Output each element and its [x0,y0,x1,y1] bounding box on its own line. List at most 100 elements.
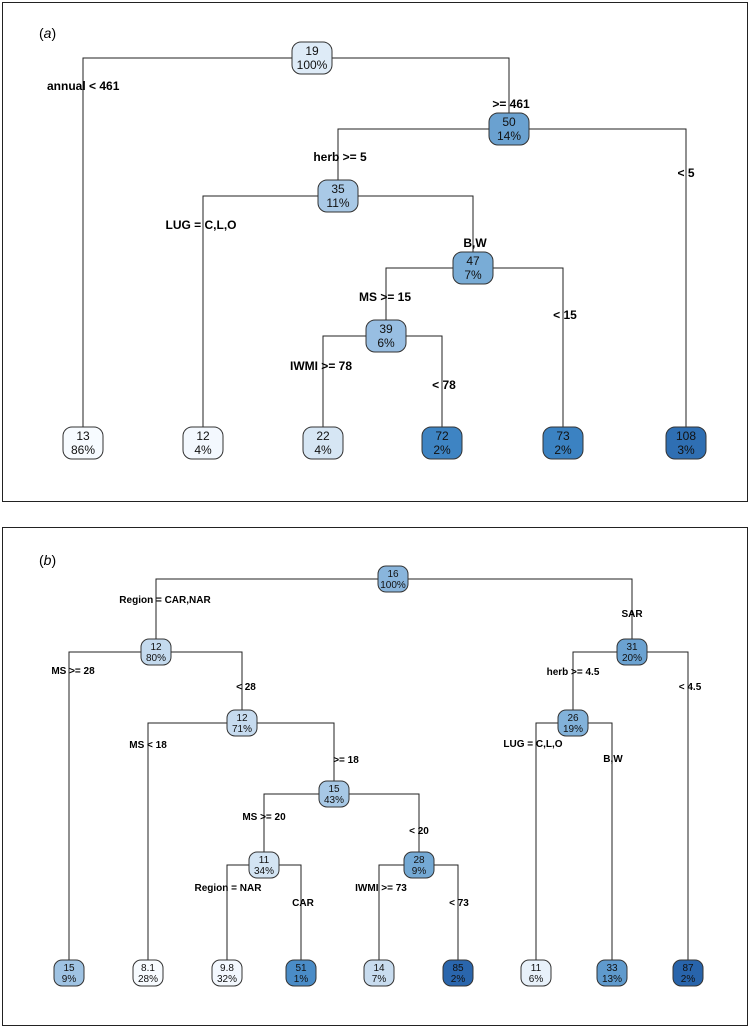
node-value: 33 [606,963,618,974]
panel-b-tag-letter: b [43,552,52,568]
tree-node: 852% [442,959,474,987]
node-box [62,426,104,460]
node-value: 9.8 [220,963,234,974]
node-value: 28 [413,855,425,866]
node-box [377,565,409,593]
split-label: < 28 [236,682,256,693]
node-box [317,179,359,213]
node-percent: 71% [232,724,252,735]
node-box [53,959,85,987]
node-percent: 2% [681,974,696,985]
tree-edge [202,195,474,427]
node-value: 19 [305,44,319,58]
node-value: 12 [150,642,162,653]
tree-a: 19100%5014%3511%477%396%1386%124%224%722… [47,41,707,460]
tree-node: 159% [53,959,85,987]
node-percent: 1% [294,974,309,985]
node-box [665,426,707,460]
node-value: 11 [259,855,270,866]
split-label: >= 18 [333,755,359,766]
node-value: 31 [626,642,638,653]
node-value: 12 [236,713,248,724]
node-percent: 4% [314,443,332,457]
node-value: 50 [502,115,516,129]
node-percent: 7% [372,974,387,985]
tree-node: 477% [452,251,494,285]
split-label: MS >= 15 [359,290,411,304]
node-box [557,709,589,737]
node-percent: 100% [297,58,328,72]
split-label: < 4.5 [679,682,702,693]
node-percent: 14% [497,129,521,143]
split-label: annual < 461 [47,79,120,93]
split-label: < 20 [409,826,429,837]
tree-edge [147,722,335,960]
node-box [421,426,463,460]
split-label: LUG = C,L,O [503,739,562,750]
node-box [672,959,704,987]
split-label: LUG = C,L,O [165,218,236,232]
split-label: Region = CAR,NAR [119,595,211,606]
node-box [403,851,435,879]
panel-a-tag-letter: a [43,25,52,41]
node-box [542,426,584,460]
node-box [596,959,628,987]
split-label: IWMI >= 73 [355,883,407,894]
tree-node: 9.832% [211,959,243,987]
tree-edge [535,722,613,960]
tree-edge [337,128,687,427]
tree-node: 124% [182,426,224,460]
node-value: 26 [567,713,579,724]
node-value: 15 [63,963,75,974]
node-value: 22 [316,429,330,443]
split-label: herb >= 5 [313,150,367,164]
split-label: MS < 18 [129,740,167,751]
node-percent: 34% [254,866,274,877]
node-percent: 4% [194,443,212,457]
tree-nodes: 16100%1280%3120%1271%2619%1543%1134%289%… [53,565,704,987]
tree-node: 872% [672,959,704,987]
tree-node: 732% [542,426,584,460]
tree-node: 224% [302,426,344,460]
tree-edges [82,57,687,427]
node-percent: 100% [380,580,406,591]
tree-nodes: 19100%5014%3511%477%396%1386%124%224%722… [62,41,707,460]
node-percent: 19% [563,724,583,735]
node-box [520,959,552,987]
node-box [211,959,243,987]
node-percent: 11% [326,196,349,210]
tree-b: 16100%1280%3120%1271%2619%1543%1134%289%… [51,565,704,987]
panel-a-tag: (a) [39,25,57,41]
node-box [132,959,164,987]
node-percent: 7% [464,268,482,282]
panel-b-tag: (b) [39,552,57,568]
node-percent: 9% [62,974,77,985]
node-box [248,851,280,879]
tree-edge [572,651,689,960]
split-label: < 73 [449,898,469,909]
split-label: < 78 [432,378,456,392]
tree-node: 8.128% [132,959,164,987]
node-box [285,959,317,987]
split-label: herb >= 4.5 [547,667,600,678]
node-value: 72 [435,429,449,443]
node-value: 13 [76,429,90,443]
split-label: IWMI >= 78 [290,359,352,373]
split-label: < 15 [553,308,577,322]
node-box [363,959,395,987]
node-percent: 2% [554,443,572,457]
split-label: B,W [603,754,623,765]
tree-node: 289% [403,851,435,879]
tree-node: 116% [520,959,552,987]
node-value: 73 [556,429,570,443]
node-percent: 3% [677,443,695,457]
